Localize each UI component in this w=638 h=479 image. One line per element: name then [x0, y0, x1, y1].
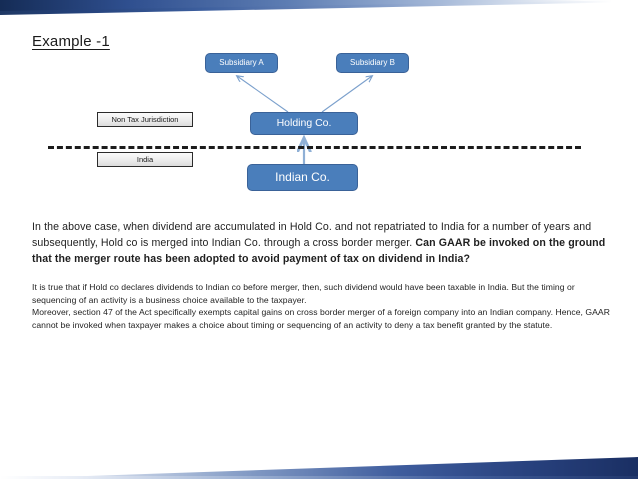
analysis-line-1: It is true that if Hold co declares divi…: [32, 282, 575, 305]
tag-non-tax-jurisdiction[interactable]: Non Tax Jurisdiction: [97, 112, 193, 127]
connector-holding-to-subsidiary-b: [321, 76, 372, 113]
node-holding-co[interactable]: Holding Co.: [250, 112, 358, 135]
diagram-connectors: [0, 0, 638, 164]
bottom-accent-line: [0, 476, 638, 479]
node-subsidiary-b[interactable]: Subsidiary B: [336, 53, 409, 73]
node-indian-co-label: Indian Co.: [275, 169, 330, 184]
node-holding-co-label: Holding Co.: [276, 116, 332, 129]
case-description-text: In the above case, when dividend are acc…: [32, 221, 592, 249]
case-question-paragraph: In the above case, when dividend are acc…: [32, 219, 610, 267]
case-question-text: Can GAAR be invoked on the ground that t…: [32, 237, 606, 265]
top-accent-bar-highlight: [0, 0, 638, 11]
tag-non-tax-jurisdiction-label: Non Tax Jurisdiction: [111, 115, 179, 124]
node-subsidiary-a[interactable]: Subsidiary A: [205, 53, 278, 73]
node-subsidiary-b-label: Subsidiary B: [350, 57, 395, 67]
case-analysis-paragraph: It is true that if Hold co declares divi…: [32, 281, 610, 331]
jurisdiction-border-divider: [48, 146, 581, 149]
org-structure-diagram: Subsidiary A Subsidiary B Holding Co. In…: [0, 0, 638, 210]
node-subsidiary-a-label: Subsidiary A: [219, 57, 264, 67]
connector-holding-to-subsidiary-a: [237, 76, 289, 113]
analysis-line-2: Moreover, section 47 of the Act specific…: [32, 307, 610, 330]
tag-india-label: India: [136, 155, 154, 164]
tag-india[interactable]: India: [97, 152, 193, 167]
node-indian-co[interactable]: Indian Co.: [247, 164, 358, 191]
page-title: Example -1: [32, 33, 110, 50]
